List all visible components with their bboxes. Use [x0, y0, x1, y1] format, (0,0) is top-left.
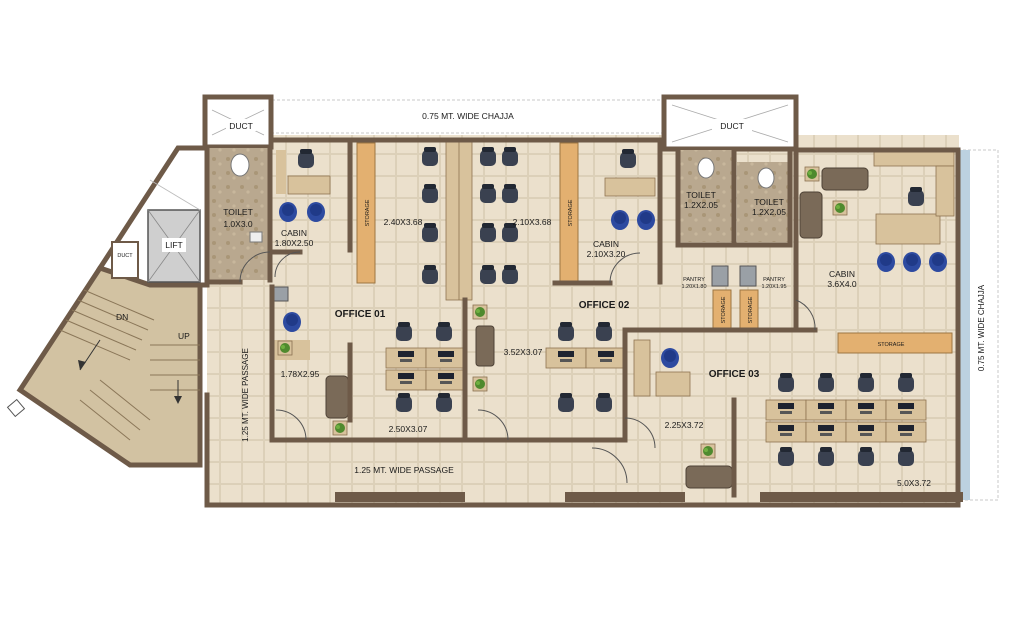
duct-right-label: DUCT: [720, 121, 744, 131]
cabin-1-name: CABIN: [281, 228, 307, 238]
duct-small-label: DUCT: [117, 253, 133, 259]
office-02-label: OFFICE 02: [579, 300, 630, 311]
passage-vertical-label: 1.25 MT. WIDE PASSAGE: [241, 348, 250, 442]
passage-horizontal-label: 1.25 MT. WIDE PASSAGE: [354, 465, 454, 475]
storage-1-label: STORAGE: [365, 199, 371, 226]
pantry-2: PANTRY 1.20X1.95: [739, 265, 787, 290]
office-03-label: OFFICE 03: [709, 369, 760, 380]
area-50-label: 5.0X3.72: [897, 478, 931, 488]
toilet-2-name: TOILET: [686, 190, 716, 200]
office-03: OFFICE 03 2.25X3.72 5.0X3.72: [633, 339, 931, 489]
area-352-label: 3.52X3.07: [504, 347, 543, 357]
toilet-3-size: 1.2X2.05: [752, 207, 786, 217]
passages: 1.25 MT. WIDE PASSAGE 1.25 MT. WIDE PASS…: [241, 348, 454, 475]
area-210a-label: 2.10X3.68: [513, 217, 552, 227]
area-178-label: 1.78X2.95: [281, 369, 320, 379]
cabin-3-size: 3.6X4.0: [827, 279, 857, 289]
storage-5: STORAGE: [837, 332, 953, 354]
area-225-label: 2.25X3.72: [665, 420, 704, 430]
cabin-2-size: 2.10X3.20: [587, 249, 626, 259]
pantry-2-size: 1.20X1.95: [761, 284, 786, 290]
main-floor: [207, 135, 970, 505]
storage-4-label: STORAGE: [748, 296, 754, 323]
storage-1: STORAGE: [356, 142, 376, 284]
top-chajja: 0.75 MT. WIDE CHAJJA: [271, 99, 665, 134]
lift-shaft-block: LIFT DUCT: [96, 145, 210, 288]
toilet-1: TOILET 1.0X3.0: [207, 148, 269, 280]
toilet-1-size: 1.0X3.0: [223, 219, 253, 229]
storage-5-label: STORAGE: [878, 342, 905, 348]
pantry-1: PANTRY 1.20X1.80: [681, 265, 729, 290]
doors: [239, 251, 816, 484]
chajja-top-label: 0.75 MT. WIDE CHAJJA: [422, 111, 514, 121]
duct-right: DUCT: [661, 94, 799, 152]
duct-left: DUCT: [202, 94, 274, 150]
office-01-label: OFFICE 01: [335, 309, 386, 320]
cabin-3-name: CABIN: [829, 269, 855, 279]
storage-2: STORAGE: [559, 142, 579, 284]
cabin-2-name: CABIN: [593, 239, 619, 249]
storage-3-label: STORAGE: [721, 296, 727, 323]
toilet-2-size: 1.2X2.05: [684, 200, 718, 210]
lift-label: LIFT: [165, 240, 182, 250]
walls: [204, 137, 963, 508]
chajja-right-label: 0.75 MT. WIDE CHAJJA: [977, 284, 986, 371]
stair-up-label: UP: [178, 331, 190, 341]
toilet-2: TOILET 1.2X2.05: [680, 150, 732, 242]
duct-left-label: DUCT: [229, 121, 253, 131]
storage-2-label: STORAGE: [568, 199, 574, 226]
pantry-2-name: PANTRY: [763, 277, 785, 283]
upper-workstations: 2.40X3.68 2.10X3.68: [384, 139, 552, 301]
cabin-2: CABIN 2.10X3.20: [587, 149, 656, 259]
pantry-1-size: 1.20X1.80: [681, 284, 706, 290]
area-240-label: 2.40X3.68: [384, 217, 423, 227]
toilet-1-name: TOILET: [223, 207, 253, 217]
area-250-label: 2.50X3.07: [389, 424, 428, 434]
stair-dn-label: DN: [116, 312, 128, 322]
toilet-3-name: TOILET: [754, 197, 784, 207]
office-02-lower: OFFICE 02 3.52X3.07: [472, 300, 630, 412]
toilet-3: TOILET 1.2X2.05: [737, 162, 789, 242]
pantry-1-name: PANTRY: [683, 277, 705, 283]
cabin-3: CABIN 3.6X4.0: [799, 151, 955, 289]
cabin-1: CABIN 1.80X2.50: [275, 149, 331, 248]
storage-4: STORAGE: [739, 289, 759, 331]
staircase: DN UP: [6, 265, 203, 468]
cabin-1-size: 1.80X2.50: [275, 238, 314, 248]
storage-3: STORAGE: [712, 289, 732, 331]
